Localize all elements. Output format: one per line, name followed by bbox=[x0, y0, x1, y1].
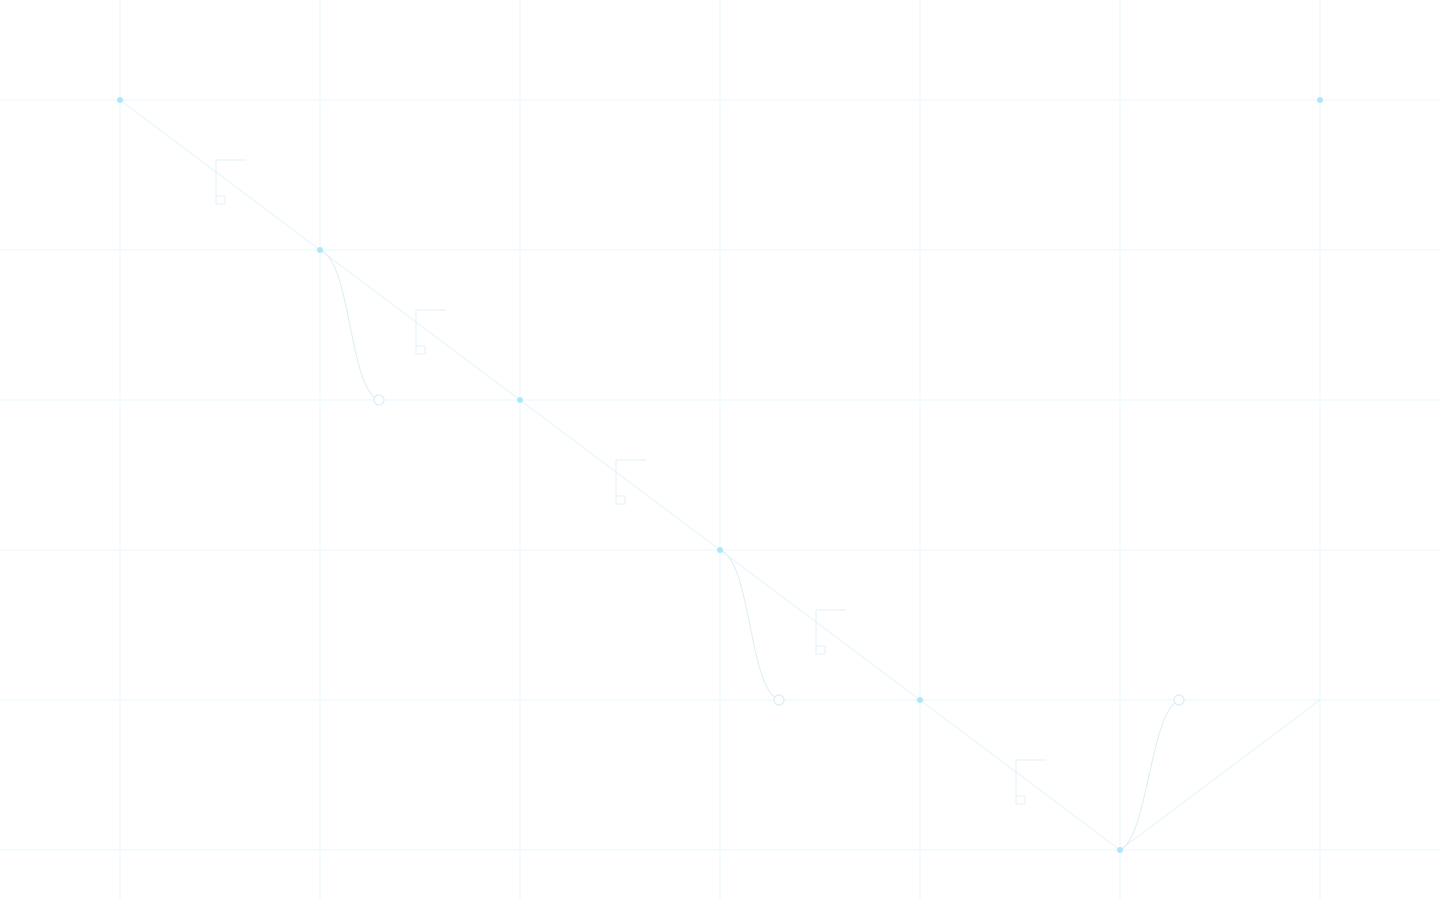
node-layer bbox=[117, 97, 1323, 853]
connector-edge bbox=[119, 99, 321, 251]
node-dot-icon[interactable] bbox=[317, 247, 323, 253]
step-marker-icon bbox=[815, 609, 846, 655]
connector-edge bbox=[719, 549, 921, 701]
marker-bracket bbox=[215, 159, 246, 196]
node-dot-icon[interactable] bbox=[717, 547, 723, 553]
marker-bracket bbox=[615, 459, 646, 496]
marker-square bbox=[815, 645, 826, 655]
curve-layer bbox=[319, 249, 1185, 851]
curve-link bbox=[719, 549, 780, 701]
step-marker-icon bbox=[615, 459, 646, 505]
connector-edge bbox=[919, 699, 1121, 851]
marker-square bbox=[415, 345, 426, 355]
node-dot-icon[interactable] bbox=[1117, 847, 1123, 853]
marker-square bbox=[615, 495, 626, 505]
curve-link bbox=[319, 249, 380, 401]
curve-link bbox=[1119, 699, 1180, 851]
marker-square bbox=[1015, 795, 1026, 805]
marker-bracket bbox=[415, 309, 446, 346]
edge-layer bbox=[119, 99, 1321, 851]
curve-handle-icon[interactable] bbox=[1173, 694, 1185, 706]
step-marker-icon bbox=[1015, 759, 1046, 805]
connector-edge bbox=[319, 249, 521, 401]
curve-handle-icon[interactable] bbox=[773, 694, 785, 706]
marker-bracket bbox=[1015, 759, 1046, 796]
node-dot-icon[interactable] bbox=[1317, 97, 1323, 103]
connector-edge bbox=[519, 399, 721, 551]
marker-bracket bbox=[815, 609, 846, 646]
marker-layer bbox=[215, 159, 1046, 805]
marker-square bbox=[215, 195, 226, 205]
node-dot-icon[interactable] bbox=[517, 397, 523, 403]
node-dot-icon[interactable] bbox=[117, 97, 123, 103]
connector-edge bbox=[1119, 699, 1321, 851]
curve-handle-icon[interactable] bbox=[373, 394, 385, 406]
step-marker-icon bbox=[415, 309, 446, 355]
node-dot-icon[interactable] bbox=[917, 697, 923, 703]
step-marker-icon bbox=[215, 159, 246, 205]
